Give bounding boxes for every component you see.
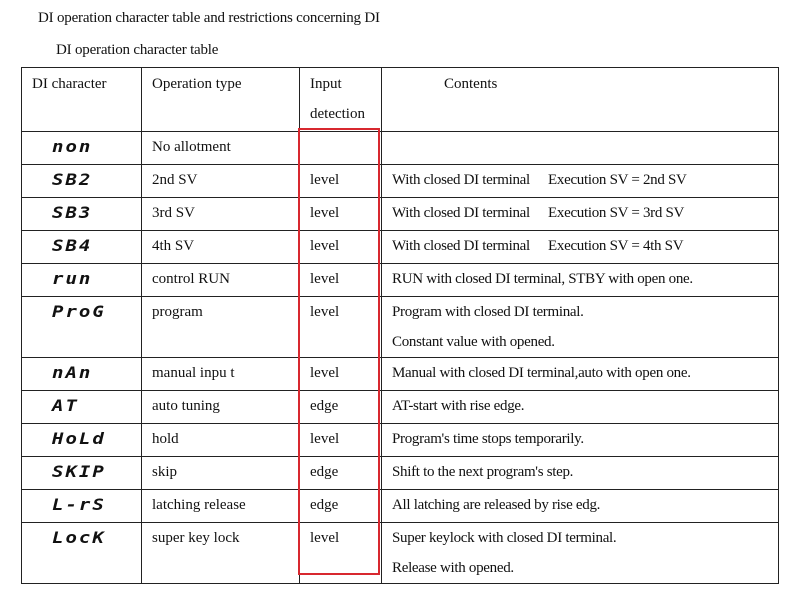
contents-cell: With closed DI terminal Execution SV = 4… [381, 230, 779, 264]
input-detection-cell: level [299, 197, 382, 231]
seven-segment-symbol: nAn [52, 363, 93, 383]
contents-line: Super keylock with closed DI terminal. [392, 530, 617, 546]
seven-segment-symbol: run [52, 269, 93, 289]
seven-segment-symbol: non [52, 137, 93, 157]
operation-type-cell: latching release [141, 489, 300, 523]
operation-type-cell: 3rd SV [141, 197, 300, 231]
seven-segment-symbol: AT [52, 396, 79, 416]
di-character-cell: LocK [21, 522, 142, 584]
header-operation-type: Operation type [141, 67, 300, 132]
contents-line: Release with opened. [392, 560, 514, 576]
di-character-cell: run [21, 263, 142, 297]
seven-segment-symbol: LocK [52, 528, 106, 548]
di-character-cell: SB2 [21, 164, 142, 198]
contents-cell: With closed DI terminal Execution SV = 2… [381, 164, 779, 198]
table-caption: DI operation character table [56, 42, 219, 58]
di-character-cell: non [21, 131, 142, 165]
operation-type-cell: auto tuning [141, 390, 300, 424]
operation-type-cell: 4th SV [141, 230, 300, 264]
input-detection-cell: edge [299, 489, 382, 523]
operation-type-cell: hold [141, 423, 300, 457]
document-heading: DI operation character table and restric… [38, 10, 380, 26]
input-detection-cell: edge [299, 390, 382, 424]
contents-cell: Super keylock with closed DI terminal. Re… [381, 522, 779, 584]
operation-type-cell: program [141, 296, 300, 358]
table-row: non No allotment [21, 131, 779, 165]
contents-cell: Program's time stops temporarily. [381, 423, 779, 457]
seven-segment-symbol: L-rS [52, 495, 106, 515]
contents-line: AT-start with rise edge. [392, 398, 525, 414]
di-character-cell: L-rS [21, 489, 142, 523]
input-detection-cell: level [299, 230, 382, 264]
contents-cell: Program with closed DI terminal. Constant… [381, 296, 779, 358]
operation-type-cell: manual inpu t [141, 357, 300, 391]
contents-line: With closed DI terminal Execution SV = 2… [392, 172, 687, 188]
di-character-cell: SB4 [21, 230, 142, 264]
seven-segment-symbol: HoLd [52, 429, 106, 449]
contents-cell: With closed DI terminal Execution SV = 3… [381, 197, 779, 231]
input-detection-cell: level [299, 164, 382, 198]
contents-line: Manual with closed DI terminal,auto with… [392, 365, 691, 381]
contents-line: RUN with closed DI terminal, STBY with o… [392, 271, 693, 287]
di-character-cell: nAn [21, 357, 142, 391]
contents-cell: RUN with closed DI terminal, STBY with o… [381, 263, 779, 297]
di-character-cell: HoLd [21, 423, 142, 457]
input-detection-cell [299, 131, 382, 165]
seven-segment-symbol: SKIP [52, 462, 106, 482]
contents-cell: All latching are released by rise edg. [381, 489, 779, 523]
contents-cell: Manual with closed DI terminal,auto with… [381, 357, 779, 391]
contents-line: All latching are released by rise edg. [392, 497, 601, 513]
di-character-cell: AT [21, 390, 142, 424]
contents-line [392, 132, 778, 162]
input-detection-cell: level [299, 357, 382, 391]
contents-line: Constant value with opened. [392, 334, 555, 350]
di-character-cell: SKIP [21, 456, 142, 490]
di-character-cell: SB3 [21, 197, 142, 231]
input-detection-cell: level [299, 263, 382, 297]
contents-cell: AT-start with rise edge. [381, 390, 779, 424]
operation-type-cell: 2nd SV [141, 164, 300, 198]
input-detection-cell: level [299, 522, 382, 584]
input-detection-cell: edge [299, 456, 382, 490]
seven-segment-symbol: SB3 [52, 203, 93, 223]
contents-cell: Shift to the next program's step. [381, 456, 779, 490]
contents-line: With closed DI terminal Execution SV = 4… [392, 238, 684, 254]
contents-cell [381, 131, 779, 165]
seven-segment-symbol: SB4 [52, 236, 93, 256]
di-character-cell: ProG [21, 296, 142, 358]
operation-type-cell: skip [141, 456, 300, 490]
contents-line: With closed DI terminal Execution SV = 3… [392, 205, 685, 221]
seven-segment-symbol: SB2 [52, 170, 93, 190]
contents-line: Shift to the next program's step. [392, 464, 574, 480]
seven-segment-symbol: ProG [52, 302, 106, 322]
operation-type-cell: super key lock [141, 522, 300, 584]
input-detection-cell: level [299, 296, 382, 358]
operation-type-cell: control RUN [141, 263, 300, 297]
contents-line: Program's time stops temporarily. [392, 431, 584, 447]
operation-type-cell: No allotment [141, 131, 300, 165]
header-di-character: DI character [21, 67, 142, 132]
contents-line: Program with closed DI terminal. [392, 304, 584, 320]
input-detection-cell: level [299, 423, 382, 457]
header-contents: Contents [381, 67, 779, 132]
